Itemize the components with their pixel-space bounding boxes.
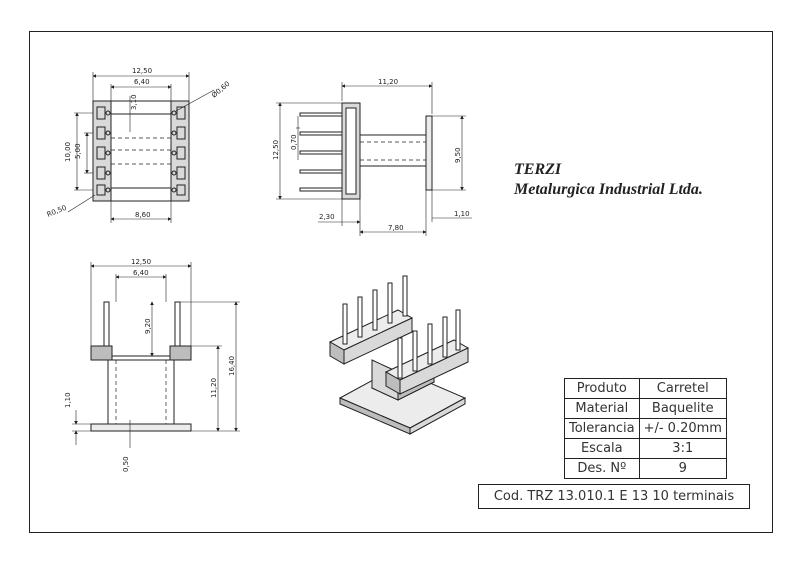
dim-front-pin-len: 9,20 xyxy=(144,318,152,334)
dim-top-hole: Ø0,60 xyxy=(210,80,231,100)
side-view: 11,20 12,50 0,70 9,50 2,30 7,80 1,10 xyxy=(272,78,472,236)
dim-side-pin: 2,30 xyxy=(319,213,335,221)
company-full-name: Metalurgica Industrial Ltda. xyxy=(514,181,703,198)
title-block-label: Produto xyxy=(564,378,640,399)
title-block-value: Baquelite xyxy=(638,398,727,419)
drawing-frame xyxy=(29,31,773,533)
dim-side-flange-thk: 1,10 xyxy=(454,210,470,218)
title-block-row: Tolerancia+/- 0.20mm xyxy=(564,418,727,439)
dim-front-flange-thk: 1,10 xyxy=(64,392,72,408)
dim-front-total: 16,40 xyxy=(228,356,236,376)
dim-top-height: 10,00 xyxy=(64,142,72,162)
dim-front-inner: 6,40 xyxy=(133,269,149,277)
dim-top-base: 8,60 xyxy=(135,211,151,219)
dim-side-flange: 9,50 xyxy=(454,147,462,163)
dim-top-slot: 3,10 xyxy=(130,94,138,110)
dim-front-gap: 0,50 xyxy=(122,456,130,472)
dim-side-core: 7,80 xyxy=(388,224,404,232)
dim-top-width: 12,50 xyxy=(132,67,152,75)
dim-top-chamfer: R0,50 xyxy=(46,204,68,219)
front-view: 12,50 6,40 9,20 11,20 16,40 1,10 0,50 xyxy=(64,258,240,472)
title-block-label: Material xyxy=(564,398,640,419)
title-block-value: +/- 0.20mm xyxy=(638,418,727,439)
dim-front-width: 12,50 xyxy=(131,258,151,266)
title-block-label: Des. Nº xyxy=(564,458,640,479)
title-block-label: Escala xyxy=(564,438,640,459)
title-block-value: Carretel xyxy=(638,378,727,399)
part-code: Cod. TRZ 13.010.1 E 13 10 terminais xyxy=(478,484,750,509)
title-block-value: 3:1 xyxy=(638,438,727,459)
title-block-label: Tolerancia xyxy=(564,418,640,439)
company-block: TERZI Metalurgica Industrial Ltda. xyxy=(514,160,703,200)
top-view: 12,50 6,40 3,10 Ø0,60 10,00 5,00 8,60 R0… xyxy=(46,67,231,223)
dim-top-pitch: 5,00 xyxy=(74,143,82,159)
isometric-view xyxy=(328,275,470,435)
dim-top-inner: 6,40 xyxy=(134,78,150,86)
dim-side-length: 11,20 xyxy=(378,78,398,86)
title-block-value: 9 xyxy=(638,458,727,479)
dim-front-body: 11,20 xyxy=(210,378,218,398)
dim-side-height: 12,50 xyxy=(272,140,280,160)
dim-side-pin-offset: 0,70 xyxy=(290,134,298,150)
company-name: TERZI xyxy=(514,161,562,178)
